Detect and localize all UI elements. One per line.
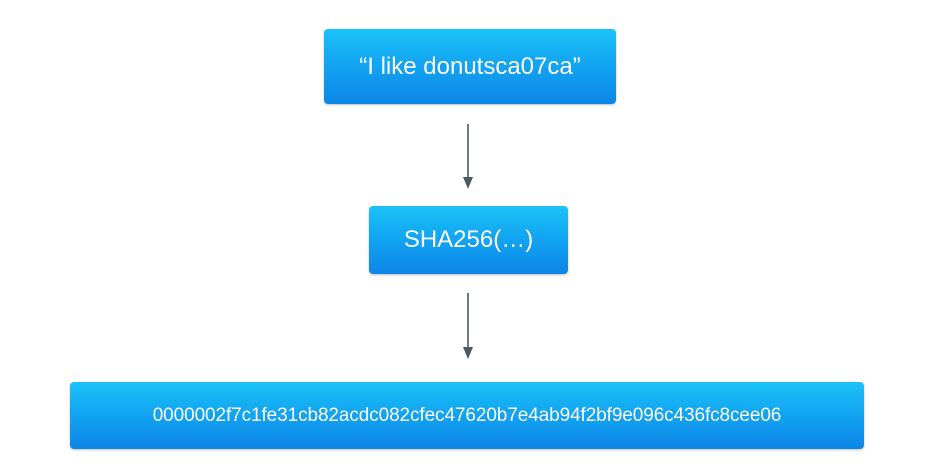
hash-function-box: SHA256(…) bbox=[369, 206, 568, 274]
hash-function-label: SHA256(…) bbox=[403, 226, 534, 253]
hash-output-box: 0000002f7c1fe31cb82acdc082cfec47620b7e4a… bbox=[70, 382, 864, 449]
input-string-label: “I like donutsca07ca” bbox=[359, 52, 581, 80]
arrow-down-icon bbox=[463, 124, 473, 189]
arrow-down-icon bbox=[463, 293, 473, 359]
input-string-box: “I like donutsca07ca” bbox=[324, 29, 616, 104]
hash-output-label: 0000002f7c1fe31cb82acdc082cfec47620b7e4a… bbox=[152, 404, 782, 426]
